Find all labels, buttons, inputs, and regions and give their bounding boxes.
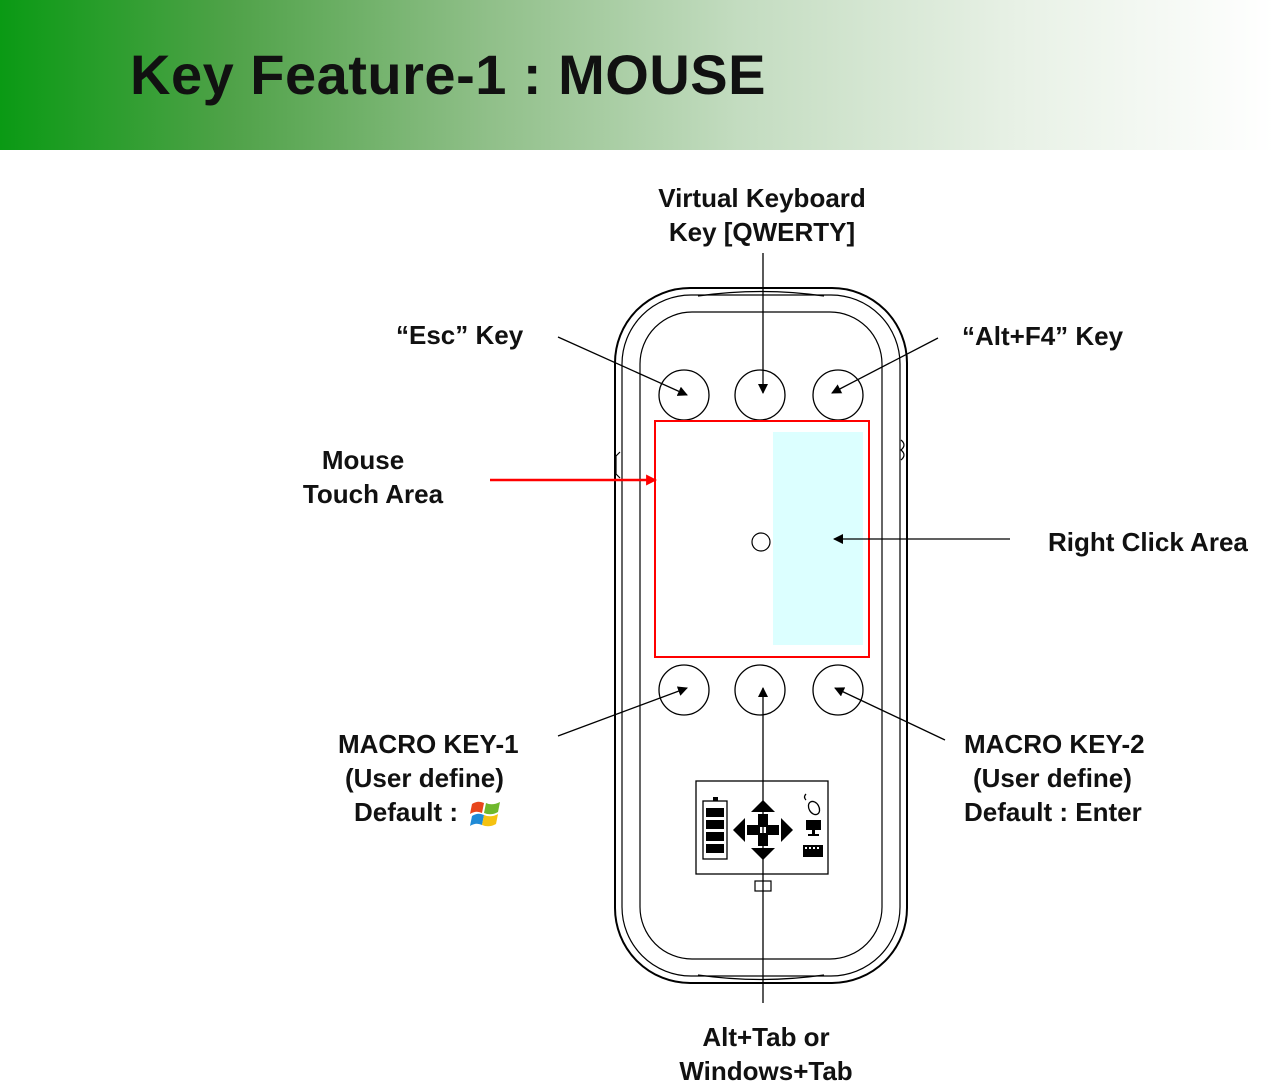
- macro-key-2-pointer: [834, 687, 946, 741]
- alt-f4-pointer: [831, 337, 939, 394]
- remote-body: [614, 287, 908, 984]
- esc-pointer: [557, 336, 688, 396]
- touch-center-dot: [751, 532, 771, 552]
- mouse-touch-area-label: Mouse Touch Area: [284, 443, 462, 511]
- macro-key-1-label-line1: MACRO KEY-1: [338, 729, 519, 759]
- virtual-keyboard-label-line2: Key [QWERTY]: [668, 217, 856, 247]
- top-buttons: [658, 369, 864, 421]
- alt-tab-label-line1: Alt+Tab or: [702, 1022, 830, 1052]
- alt-tab-label-line2: Windows+Tab: [679, 1056, 853, 1086]
- film-icon: [803, 845, 823, 857]
- windows-logo-icon: [470, 801, 501, 827]
- macro-key-2-label-line3: Default : Enter: [964, 797, 1142, 827]
- monitor-icon: [806, 820, 821, 836]
- alt-f4-button: [812, 369, 864, 421]
- virtual-keyboard-button: [734, 369, 786, 421]
- macro-key-1-button: [658, 664, 710, 716]
- battery-icon: [702, 797, 728, 860]
- esc-key-label: “Esc” Key: [396, 320, 524, 350]
- alt-tab-label: Alt+Tab or Windows+Tab: [640, 1020, 892, 1088]
- page-title: Key Feature-1 : MOUSE: [130, 43, 766, 106]
- macro-key-2-label-line2: (User define): [973, 763, 1132, 793]
- mouse-touch-area-label-line2: Touch Area: [302, 479, 444, 509]
- bottom-buttons: [658, 664, 864, 716]
- esc-button: [658, 369, 710, 421]
- alt-f4-key-label: “Alt+F4” Key: [962, 321, 1124, 351]
- macro-key-2-label: MACRO KEY-2 (User define) Default : Ente…: [964, 727, 1145, 829]
- header-banner: [0, 0, 1274, 150]
- macro-key-1-label-line2: (User define): [345, 763, 504, 793]
- alt-tab-button: [734, 664, 786, 716]
- virtual-keyboard-label-line1: Virtual Keyboard: [658, 183, 866, 213]
- macro-key-1-label-line3: Default :: [354, 795, 519, 830]
- mouse-icon: [803, 793, 821, 816]
- macro-key-1-label: MACRO KEY-1 (User define) Default :: [338, 727, 519, 830]
- virtual-keyboard-label: Virtual Keyboard Key [QWERTY]: [640, 181, 884, 249]
- pointer-lines: [557, 253, 1010, 1003]
- macro-key-2-label-line1: MACRO KEY-2: [964, 729, 1145, 759]
- right-click-area-label: Right Click Area: [1048, 527, 1248, 557]
- macro-key-1-default-text: Default :: [354, 797, 458, 827]
- macro-key-1-pointer: [557, 686, 688, 737]
- status-display: [695, 780, 829, 875]
- mouse-touch-area-label-line1: Mouse: [321, 445, 405, 475]
